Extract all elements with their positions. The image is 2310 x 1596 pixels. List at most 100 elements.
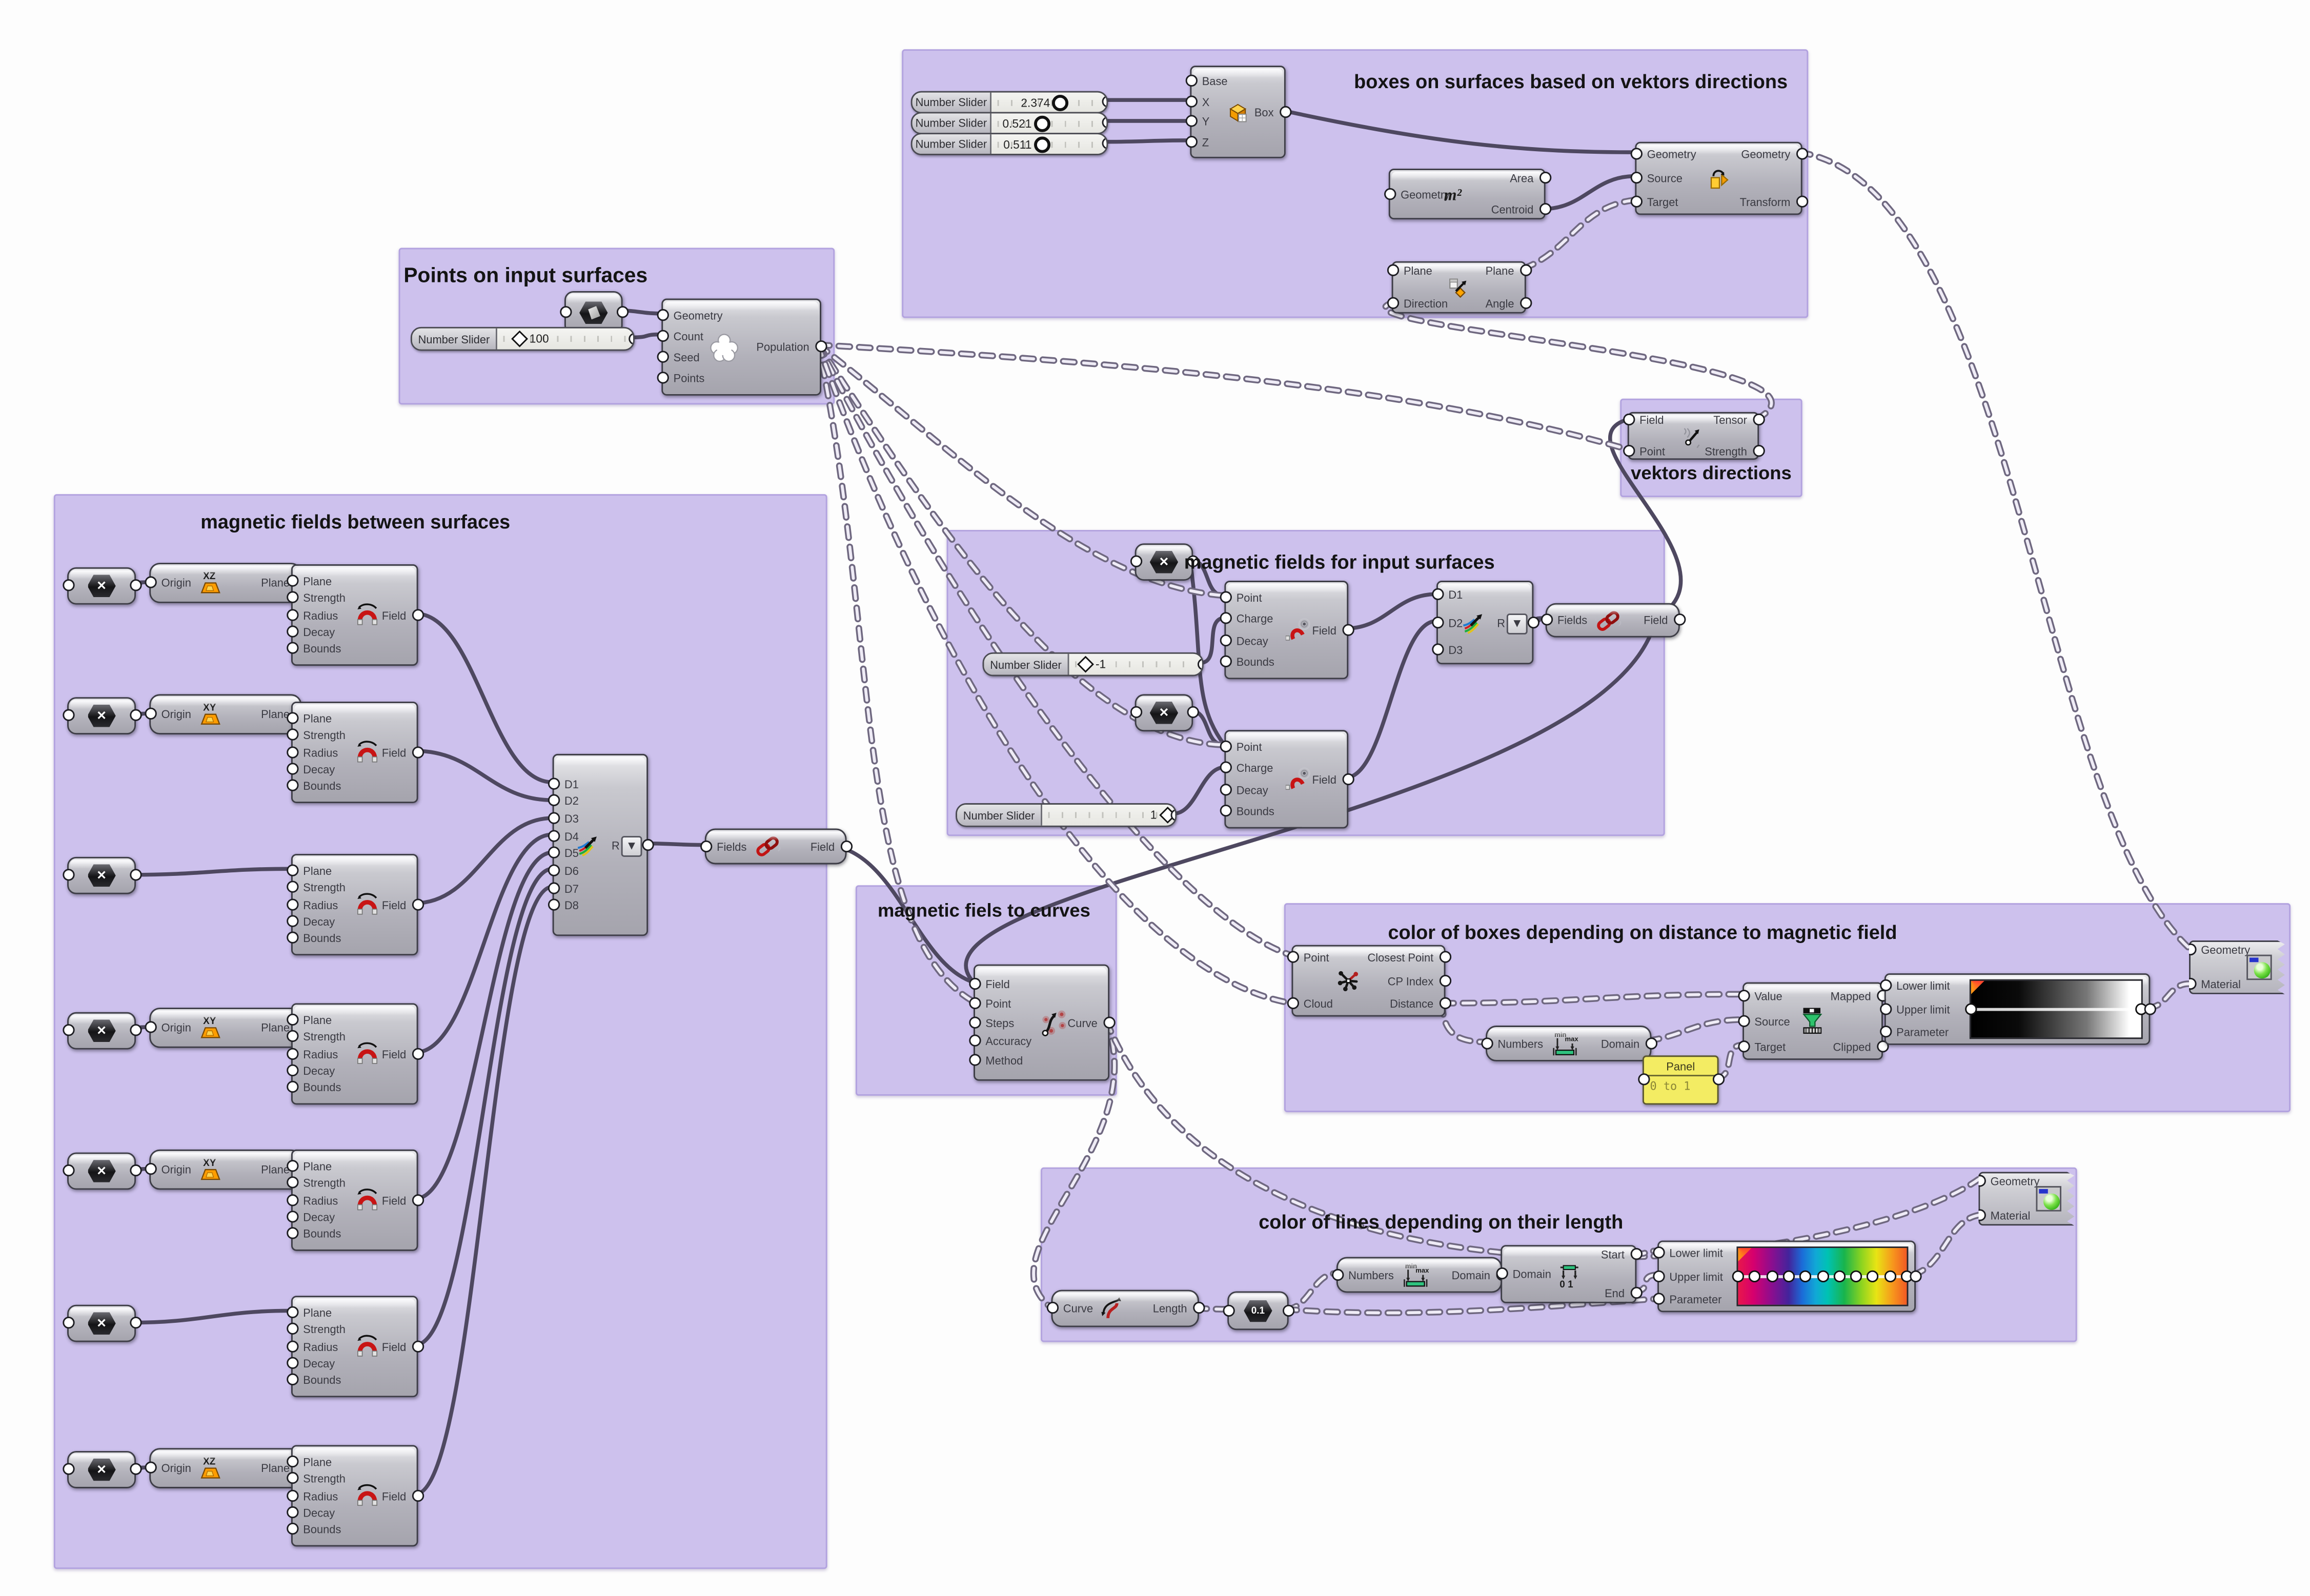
custom-preview-boxes-in-socket[interactable] — [2189, 977, 2196, 990]
merge-three-flatten-button[interactable]: ▼ — [1506, 613, 1528, 635]
point-charge-2-out-socket[interactable] — [1342, 772, 1354, 785]
spin-force-2-in-socket[interactable] — [286, 712, 298, 724]
deconstruct-domain-out-socket[interactable] — [1630, 1249, 1642, 1261]
evaluate-field-in-socket[interactable] — [1622, 444, 1634, 457]
point-param-b[interactable]: ✕ — [1129, 694, 1199, 732]
bounds-lines-in-socket[interactable] — [1331, 1268, 1343, 1280]
x-param-3[interactable]: ✕ — [62, 856, 141, 894]
origin-plane-4-in-socket[interactable] — [144, 1021, 156, 1033]
spin-force-1-in-socket[interactable] — [286, 608, 298, 621]
spin-force-3-in-socket[interactable] — [286, 931, 298, 944]
gradient-bw-gradient-display[interactable] — [1965, 979, 2147, 1039]
spin-force-3-in-socket[interactable] — [286, 914, 298, 927]
slider-handle[interactable] — [1034, 115, 1050, 132]
point-param-a-input[interactable] — [1129, 555, 1142, 567]
spin-force-3-out-socket[interactable] — [411, 897, 423, 910]
spin-force-1-in-socket[interactable] — [286, 575, 298, 587]
orient-component-in-socket[interactable] — [1630, 148, 1642, 160]
spin-force-7-in-socket[interactable] — [286, 1522, 298, 1535]
spin-force-6-in-socket[interactable] — [286, 1373, 298, 1385]
number-slider-count-track[interactable]: 100 — [497, 328, 633, 350]
field-line-out-socket[interactable] — [1103, 1016, 1115, 1028]
spin-force-2-in-socket[interactable] — [286, 762, 298, 774]
spin-force-1-in-socket[interactable] — [286, 642, 298, 654]
number-slider-y-track[interactable]: 0.521 — [991, 113, 1107, 133]
x-param-7-output[interactable] — [129, 1463, 141, 1475]
spin-force-4-out-socket[interactable] — [411, 1047, 423, 1059]
origin-plane-2-in-socket[interactable] — [144, 707, 156, 720]
merge-eight-in-socket[interactable] — [547, 864, 559, 876]
populate-geometry-in-socket[interactable] — [656, 330, 668, 342]
orient-component-out-socket[interactable] — [1795, 195, 1808, 208]
custom-preview-lines-in-socket[interactable] — [1978, 1175, 1985, 1187]
merge-eight-out-socket[interactable] — [641, 838, 654, 850]
bounds-boxes-in-socket[interactable] — [1480, 1036, 1493, 1049]
number-slider-one-track[interactable]: 1 — [1042, 804, 1176, 826]
gradient-rainbow-in-socket[interactable] — [1652, 1246, 1665, 1258]
gradient-rainbow-in-socket[interactable] — [1652, 1270, 1665, 1282]
number-slider-neg1-track[interactable]: -1 — [1069, 653, 1202, 675]
point-charge-2-in-socket[interactable] — [1219, 783, 1231, 795]
x-param-3-input[interactable] — [62, 869, 74, 881]
gradient-grip[interactable] — [1816, 1270, 1829, 1283]
spin-force-6-in-socket[interactable] — [286, 1306, 298, 1319]
populate-geometry-out-socket[interactable] — [814, 340, 827, 353]
gradient-grip[interactable] — [1799, 1270, 1812, 1283]
gradient-grip[interactable] — [1732, 1270, 1745, 1283]
spin-force-7-out-socket[interactable] — [411, 1489, 423, 1501]
gradient-bw-in-socket[interactable] — [1879, 979, 1891, 991]
spin-force-6-out-socket[interactable] — [411, 1340, 423, 1352]
field-line-in-socket[interactable] — [968, 1035, 981, 1047]
spin-force-1-in-socket[interactable] — [286, 625, 298, 637]
spin-force-7-in-socket[interactable] — [286, 1506, 298, 1518]
box-component-in-socket[interactable] — [1185, 115, 1197, 128]
spin-force-2-in-socket[interactable] — [286, 729, 298, 741]
number-slider-x-track[interactable]: 2.374 — [991, 92, 1107, 112]
remap-numbers-in-socket[interactable] — [1737, 989, 1750, 1001]
slider-handle[interactable] — [1077, 656, 1094, 673]
spin-force-4-in-socket[interactable] — [286, 1080, 298, 1093]
merge-fields-between-in-socket[interactable] — [699, 840, 712, 852]
spin-force-5-in-socket[interactable] — [286, 1210, 298, 1222]
spin-force-2-out-socket[interactable] — [411, 745, 423, 758]
evaluate-field-out-socket[interactable] — [1752, 414, 1765, 426]
spin-force-3-in-socket[interactable] — [286, 864, 298, 876]
x-param-7-input[interactable] — [62, 1463, 74, 1475]
closest-point-out-socket[interactable] — [1438, 997, 1451, 1010]
merge-three-in-socket[interactable] — [1431, 643, 1444, 656]
spin-force-5-in-socket[interactable] — [286, 1160, 298, 1172]
gradient-grip[interactable] — [1782, 1270, 1795, 1283]
gradient-rainbow-in-socket[interactable] — [1652, 1293, 1665, 1305]
custom-preview-lines-in-socket[interactable] — [1978, 1209, 1985, 1221]
merge-eight-in-socket[interactable] — [547, 899, 559, 911]
gradient-grip[interactable] — [1883, 1270, 1896, 1283]
box-component-in-socket[interactable] — [1185, 95, 1197, 107]
gradient-rainbow-gradient-display[interactable] — [1732, 1246, 1913, 1306]
point-charge-1-in-socket[interactable] — [1219, 590, 1231, 603]
curve-length-in-socket[interactable] — [1046, 1301, 1058, 1314]
field-line-in-socket[interactable] — [968, 996, 981, 1009]
closest-point-in-socket[interactable] — [1286, 950, 1299, 963]
x-param-1-input[interactable] — [62, 579, 74, 591]
x-param-4[interactable]: ✕ — [62, 1012, 141, 1050]
remap-numbers-in-socket[interactable] — [1737, 1039, 1750, 1052]
merge-eight-in-socket[interactable] — [547, 812, 559, 824]
point-param-b-input[interactable] — [1129, 706, 1142, 719]
merge-eight-in-socket[interactable] — [547, 794, 559, 807]
align-plane-component-out-socket[interactable] — [1519, 263, 1531, 276]
